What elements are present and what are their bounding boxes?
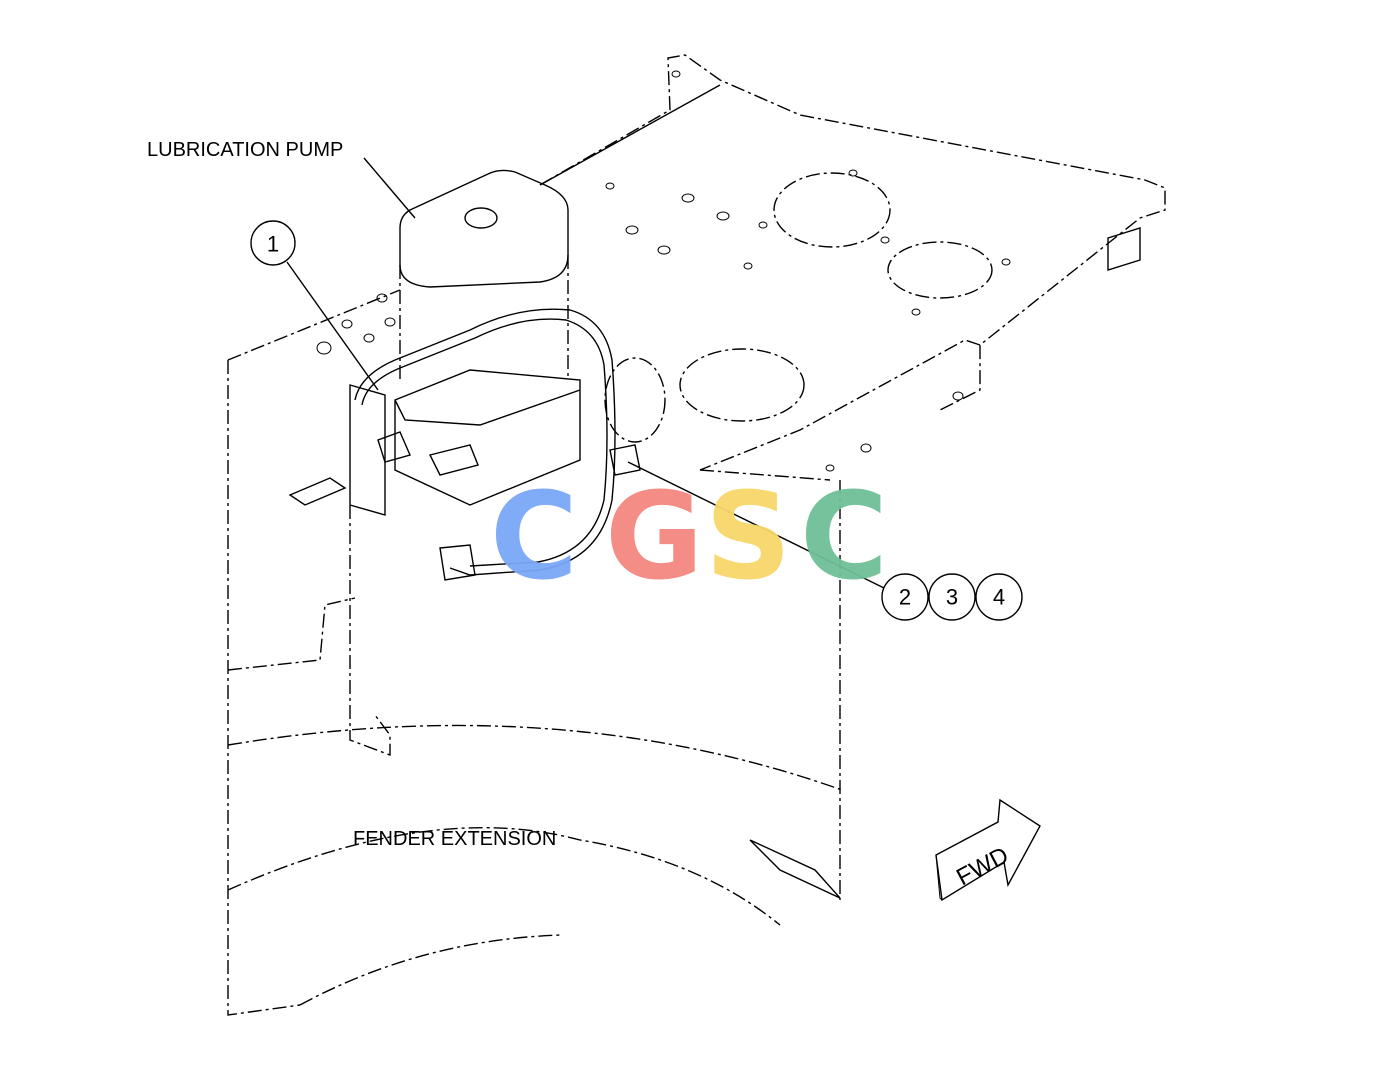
label-fender-extension: FENDER EXTENSION	[353, 828, 556, 850]
label-lubrication-pump: LUBRICATION PUMP	[147, 139, 343, 161]
callout-3: 3	[928, 573, 976, 621]
callout-4: 4	[975, 573, 1023, 621]
callout-1: 1	[250, 220, 296, 266]
leader-pump	[363, 157, 416, 219]
watermark-letter-1: C	[490, 468, 578, 607]
fwd-label: FWD	[952, 842, 1013, 891]
callout-4-number: 4	[993, 585, 1005, 610]
mounting-plate	[539, 54, 1166, 472]
watermark-letter-4: C	[800, 468, 888, 607]
lubrication-pump-body	[227, 169, 666, 1016]
callout-2-number: 2	[899, 585, 911, 610]
callout-1-number: 1	[267, 232, 279, 257]
watermark-letter-2: G	[605, 468, 704, 607]
watermark-letter-3: S	[705, 468, 791, 607]
leader-234	[627, 461, 885, 589]
watermark: C G S C	[490, 468, 888, 607]
fender-extension	[227, 469, 843, 1006]
callout-2: 2	[881, 573, 929, 621]
callout-3-number: 3	[946, 585, 958, 610]
leader-1	[286, 261, 379, 391]
fwd-arrow-icon: FWD	[935, 798, 1041, 902]
